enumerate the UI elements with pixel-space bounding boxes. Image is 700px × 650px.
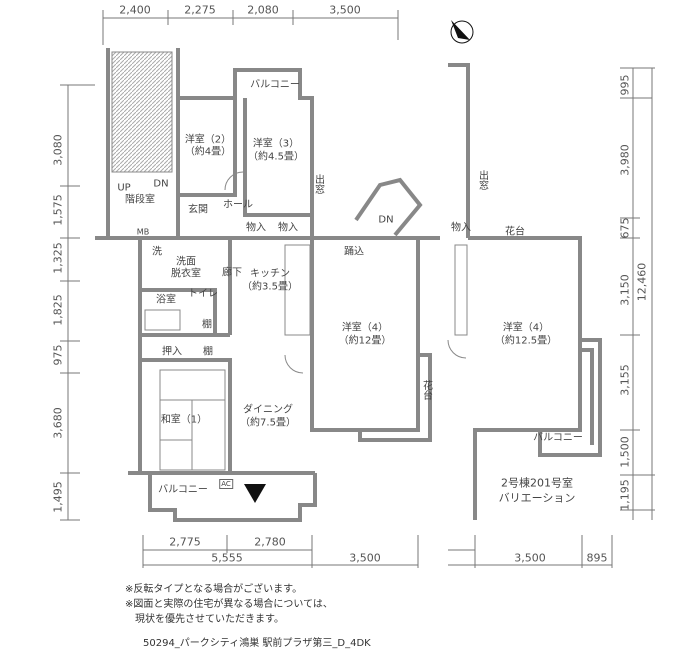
dim-left-5: 975 <box>51 344 65 366</box>
viewpoint-arrow-icon <box>244 484 266 503</box>
dim-left-1: 3,080 <box>51 134 65 166</box>
footer-caption: 50294_パークシティ鴻巣 駅前プラザ第三_D_4DK <box>143 638 371 649</box>
bath-label: 浴室 <box>156 294 176 306</box>
western2-size: （約4畳） <box>184 146 232 158</box>
western4-size: （約12畳） <box>338 335 392 347</box>
kitchen-label: キッチン <box>250 268 290 280</box>
dining-size: （約7.5畳） <box>240 417 296 429</box>
dim-bottom-6: 895 <box>586 551 608 565</box>
washer-label: 洗 <box>152 246 162 258</box>
stairs-dn-label: DN <box>153 178 169 190</box>
dim-right-1: 995 <box>618 74 632 96</box>
note-2: ※図面と実際の住宅が異なる場合については、 <box>125 599 333 610</box>
dimension-lines <box>60 10 655 568</box>
notes: ※反転タイプとなる場合がございます。 ※図面と実際の住宅が異なる場合については、… <box>125 582 333 627</box>
shelf1-label: 棚 <box>202 319 212 331</box>
variant-balcony-label: バルコニー <box>533 432 583 444</box>
dim-right-6: 1,500 <box>618 436 632 468</box>
dim-bottom-5: 3,500 <box>514 551 546 565</box>
dining-label: ダイニング <box>243 404 293 416</box>
dim-top-1: 2,400 <box>119 3 151 17</box>
corridor-label: 廊下 <box>222 267 242 279</box>
dim-right-4: 3,150 <box>618 274 632 306</box>
variant-caption-1: 2号棟201号室 <box>501 476 573 490</box>
dim-right-5: 3,155 <box>618 364 632 396</box>
dim-right-7: 1,195 <box>618 479 632 511</box>
closet-label: 押入 <box>162 346 182 358</box>
hall-label: ホール <box>223 199 253 211</box>
dim-bottom-1: 2,775 <box>169 535 201 549</box>
western4-label: 洋室（4） <box>341 322 389 334</box>
dim-top-3: 2,080 <box>247 3 279 17</box>
walls <box>95 48 602 522</box>
western3-size: （約4.5畳） <box>248 151 304 163</box>
dim-bottom-4: 3,500 <box>349 551 381 565</box>
japanese1-label: 和室（1） <box>160 414 208 426</box>
storage2-label: 物入 <box>278 222 298 234</box>
dim-left-7: 1,495 <box>51 481 65 513</box>
western3-label: 洋室（3） <box>252 138 300 150</box>
variant-storage-label: 物入 <box>451 222 471 234</box>
dim-right-total: 12,460 <box>635 262 649 302</box>
note-1: ※反転タイプとなる場合がございます。 <box>125 584 303 595</box>
variant-western4-label: 洋室（4） <box>502 322 550 334</box>
balcony-bottom-label: バルコニー <box>158 484 208 496</box>
variant-flower-bed-label: 花台 <box>505 226 525 238</box>
dim-bottom-3: 5,555 <box>211 551 243 565</box>
dim-left-6: 3,680 <box>51 407 65 439</box>
variant-western4-size: （約12.5畳） <box>494 335 558 347</box>
mb-label: MB <box>136 227 150 237</box>
note-3: 現状を優先させていただきます。 <box>125 614 284 625</box>
variant-caption-2: バリエーション <box>498 491 576 505</box>
variant-bay-window-label: 出窓 <box>476 170 488 190</box>
stairwell-label: 階段室 <box>125 194 155 206</box>
dim-left-4: 1,825 <box>51 294 65 326</box>
landing-label: 踊込 <box>344 246 364 258</box>
dressing-label: 脱衣室 <box>171 268 201 280</box>
dim-bottom-2: 2,780 <box>254 535 286 549</box>
toilet-label: トイレ <box>188 288 218 300</box>
dim-left-3: 1,325 <box>51 242 65 274</box>
dim-right-3: 675 <box>618 217 632 239</box>
flower-bed-label: 花台 <box>420 380 432 400</box>
bay-window-label: 出窓 <box>312 174 324 194</box>
stairs-dn2-label: DN <box>378 214 394 226</box>
dim-top-2: 2,275 <box>184 3 216 17</box>
balcony-top-label: バルコニー <box>250 79 300 91</box>
dim-right-2: 3,980 <box>618 144 632 176</box>
western2-label: 洋室（2） <box>184 134 232 146</box>
fixtures <box>111 51 468 471</box>
stairs-up-label: UP <box>117 182 131 194</box>
dim-top-4: 3,500 <box>329 3 361 17</box>
shelf2-label: 棚 <box>203 346 213 358</box>
washroom-label: 洗面 <box>176 256 196 268</box>
entrance-label: 玄関 <box>188 204 208 216</box>
dim-left-2: 1,575 <box>51 194 65 226</box>
storage1-label: 物入 <box>246 222 266 234</box>
north-compass-icon <box>450 20 474 44</box>
ac-label: AC <box>219 479 233 489</box>
kitchen-size: （約3.5畳） <box>242 281 298 293</box>
